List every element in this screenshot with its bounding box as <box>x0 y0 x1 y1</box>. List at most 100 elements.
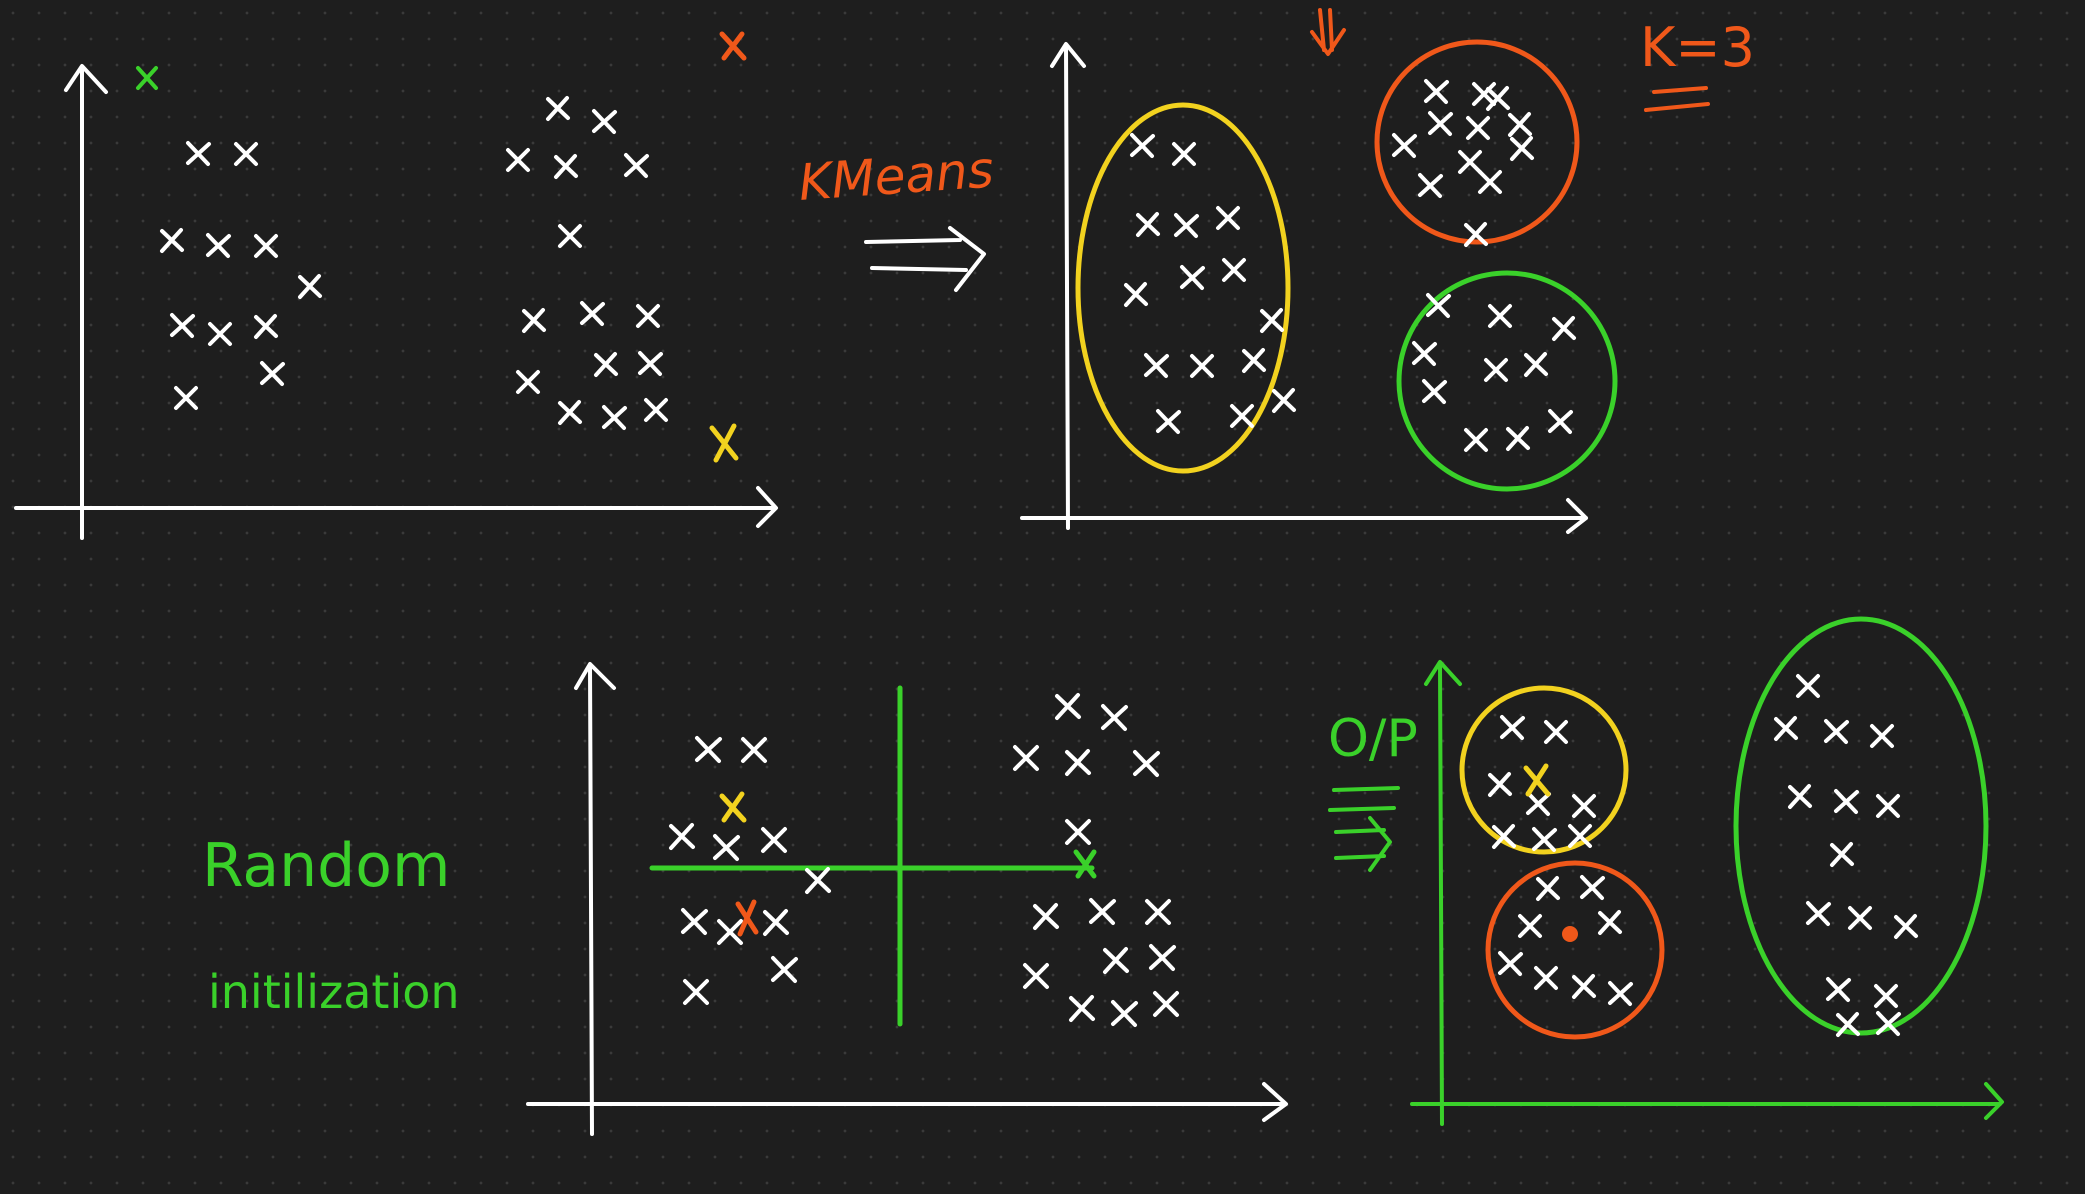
data-point-mark <box>1418 173 1443 198</box>
data-points <box>160 96 668 430</box>
data-point-mark <box>717 919 743 945</box>
x-axis <box>1020 498 1588 534</box>
data-point-mark <box>1498 951 1523 976</box>
orange-centroid-marker <box>1562 926 1578 942</box>
data-point-mark <box>1848 906 1872 930</box>
data-point-mark <box>1033 903 1059 930</box>
data-point-mark <box>1608 981 1633 1006</box>
data-point-mark <box>1824 719 1849 744</box>
data-point-mark <box>1392 133 1417 158</box>
data-point-mark <box>1552 316 1576 341</box>
y-axis <box>574 662 616 1136</box>
data-point-mark <box>1510 136 1534 161</box>
data-point-mark <box>1500 715 1525 740</box>
random-init-section: Random initilization <box>202 831 460 1019</box>
data-point-mark <box>1013 745 1039 771</box>
data-point-mark <box>1133 750 1160 777</box>
data-point-mark <box>234 142 258 166</box>
output-label: O/P <box>1328 709 1418 769</box>
data-point-mark <box>1834 789 1859 814</box>
data-point-mark <box>771 956 798 983</box>
data-point-mark <box>558 224 582 248</box>
data-point-mark <box>208 322 232 346</box>
data-point-mark <box>669 823 695 850</box>
data-point-mark <box>1089 898 1116 925</box>
data-point-mark <box>554 154 578 179</box>
data-point-mark <box>1836 1012 1860 1037</box>
data-points <box>1124 79 1576 452</box>
data-point-mark <box>1272 388 1296 413</box>
data-point-mark <box>1478 170 1502 194</box>
output-plot <box>1410 616 2004 1126</box>
data-point-mark <box>1536 876 1560 901</box>
data-point-mark <box>1055 693 1081 720</box>
data-point-mark <box>638 351 663 376</box>
data-point-mark <box>1023 963 1049 989</box>
random-label: Random <box>202 831 450 901</box>
data-point-mark <box>1136 212 1160 237</box>
data-point-mark <box>1222 258 1246 282</box>
data-point-mark <box>741 737 767 763</box>
data-point-mark <box>1826 977 1851 1002</box>
data-point-mark <box>1526 791 1551 816</box>
data-points <box>669 693 1179 1027</box>
data-point-mark <box>681 908 708 935</box>
initialization-label: initilization <box>208 965 460 1019</box>
data-point-mark <box>1874 984 1898 1008</box>
data-point-mark <box>1130 133 1155 158</box>
data-point-mark <box>1242 348 1266 373</box>
green-centroid-marker <box>136 66 158 90</box>
data-point-mark <box>206 233 231 258</box>
data-point-mark <box>506 148 530 172</box>
orange-cluster-circle <box>1374 39 1580 245</box>
data-point-mark <box>1534 966 1558 990</box>
data-point-mark <box>602 405 627 430</box>
x-axis <box>14 486 778 528</box>
data-point-mark <box>1506 426 1530 451</box>
data-point-mark <box>1894 914 1918 939</box>
data-point-mark <box>1518 914 1542 938</box>
data-point-mark <box>1796 674 1820 698</box>
yellow-centroid-marker <box>1523 763 1551 797</box>
data-point-mark <box>1876 1011 1901 1036</box>
data-point-mark <box>516 370 540 394</box>
data-point-mark <box>186 141 211 166</box>
data-point-mark <box>170 313 195 338</box>
data-point-mark <box>1216 206 1240 230</box>
data-point-mark <box>1544 720 1568 744</box>
data-point-mark <box>1144 353 1169 378</box>
yellow-cluster-ellipse <box>1075 102 1291 474</box>
green-cluster-ellipse <box>1733 616 1989 1036</box>
kmeans-transition: KMeans <box>797 141 996 292</box>
y-axis <box>64 64 108 540</box>
data-point-mark <box>713 834 740 861</box>
data-point-mark <box>1486 86 1510 111</box>
data-point-mark <box>805 867 831 894</box>
data-point-mark <box>1428 111 1453 136</box>
data-point-mark <box>1572 794 1596 818</box>
double-arrow <box>864 226 986 292</box>
output-double-arrow <box>1328 786 1400 872</box>
data-point-mark <box>624 153 649 178</box>
data-point-mark <box>254 234 278 258</box>
kmeans-label: KMeans <box>797 141 996 212</box>
data-point-mark <box>1876 794 1900 818</box>
data-point-mark <box>1774 716 1798 741</box>
y-axis <box>1424 660 1462 1126</box>
data-point-mark <box>1172 142 1196 166</box>
data-point-mark <box>1124 282 1148 307</box>
yellow-centroid-marker <box>709 423 739 463</box>
data-point-mark <box>1870 724 1894 748</box>
data-point-mark <box>1180 265 1205 290</box>
data-point-mark <box>1466 116 1490 140</box>
data-point-mark <box>1156 409 1181 434</box>
data-point-mark <box>1424 79 1449 104</box>
output-section: O/P <box>1328 709 1418 872</box>
data-points <box>1488 674 1918 1037</box>
clustered-plot: K=3 <box>1020 8 1755 534</box>
data-point-mark <box>1153 991 1179 1017</box>
data-point-mark <box>260 361 285 386</box>
x-axis <box>1410 1082 2004 1120</box>
data-point-mark <box>1788 784 1812 809</box>
